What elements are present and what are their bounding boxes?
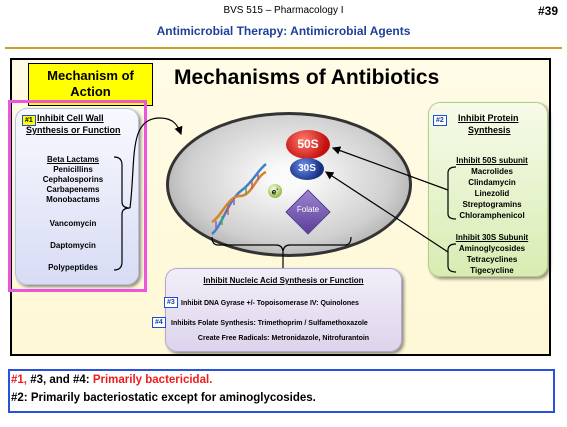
inhibit-30s-heading: Inhibit 30S Subunit bbox=[455, 233, 529, 242]
folate-label: Folate bbox=[296, 205, 320, 214]
diagram-title: Mechanisms of Antibiotics bbox=[174, 66, 440, 89]
nucleic-line-quinolones: Inhibit DNA Gyrase +/- Topoisomerase IV:… bbox=[181, 300, 359, 307]
mechanism-of-action-label: Mechanism of Action bbox=[28, 63, 153, 106]
drug-macrolides: Macrolides bbox=[471, 167, 513, 176]
ribosome-50s: 50S bbox=[286, 130, 330, 159]
drug-clindamycin: Clindamycin bbox=[468, 178, 516, 187]
inhibit-50s-heading: Inhibit 50S subunit bbox=[456, 156, 528, 165]
drug-vancomycin: Vancomycin bbox=[49, 219, 97, 228]
drug-tigecycline: Tigecycline bbox=[470, 266, 514, 275]
tag-3: #3 bbox=[164, 297, 178, 308]
tag-1: #1 bbox=[22, 115, 36, 126]
drug-aminoglycosides: Aminoglycosides bbox=[458, 244, 526, 253]
slide-title: Antimicrobial Therapy: Antimicrobial Age… bbox=[156, 24, 411, 38]
summary-box bbox=[8, 369, 555, 413]
electron-charge: - bbox=[276, 187, 279, 193]
nucleic-line-folate: Inhibits Folate Synthesis: Trimethoprim … bbox=[171, 320, 368, 327]
drug-linezolid: Linezolid bbox=[474, 189, 510, 198]
summary-tag-1: #1, bbox=[11, 374, 31, 386]
drug-tetracyclines: Tetracyclines bbox=[466, 255, 518, 264]
summary-tags-3-4: #3, and #4: bbox=[30, 374, 93, 386]
nucleic-acid-heading: Inhibit Nucleic Acid Synthesis or Functi… bbox=[203, 276, 364, 285]
protein-heading-2: Synthesis bbox=[468, 125, 511, 135]
beta-lactams-label: Beta Lactams bbox=[46, 155, 100, 164]
folate-icon: Folate bbox=[283, 188, 333, 236]
drug-daptomycin: Daptomycin bbox=[50, 241, 96, 250]
cell-wall-heading-2: Synthesis or Function bbox=[26, 125, 121, 135]
drug-streptogramins: Streptogramins bbox=[462, 200, 522, 209]
electron-icon: e- bbox=[268, 184, 282, 198]
protein-heading-1: Inhibit Protein bbox=[458, 113, 519, 123]
summary-line-2: #2: Primarily bacteriostatic except for … bbox=[11, 392, 316, 404]
electron-label: e bbox=[271, 187, 277, 197]
drug-cephalosporins: Cephalosporins bbox=[42, 175, 104, 184]
nucleic-acid-card bbox=[165, 268, 402, 352]
drug-monobactams: Monobactams bbox=[46, 195, 100, 204]
tag-4: #4 bbox=[152, 317, 166, 328]
summary-bactericidal: Primarily bactericidal. bbox=[92, 374, 213, 386]
nucleic-line-free-radicals: Create Free Radicals: Metronidazole, Nit… bbox=[197, 335, 370, 342]
course-code: BVS 515 – Pharmacology I bbox=[223, 5, 344, 16]
slide-number: #39 bbox=[537, 4, 558, 18]
ribosome-30s: 30S bbox=[290, 158, 324, 180]
tag-2: #2 bbox=[433, 115, 447, 126]
drug-polypeptides: Polypeptides bbox=[48, 263, 98, 272]
header-divider bbox=[5, 47, 562, 49]
summary-line-1: #1, #3, and #4: Primarily bactericidal. bbox=[11, 374, 212, 386]
drug-chloramphenicol: Chloramphenicol bbox=[459, 211, 525, 220]
drug-carbapenems: Carbapenems bbox=[46, 185, 100, 194]
cell-wall-heading-1: Inhibit Cell Wall bbox=[37, 113, 104, 123]
drug-penicillins: Penicillins bbox=[53, 165, 93, 174]
